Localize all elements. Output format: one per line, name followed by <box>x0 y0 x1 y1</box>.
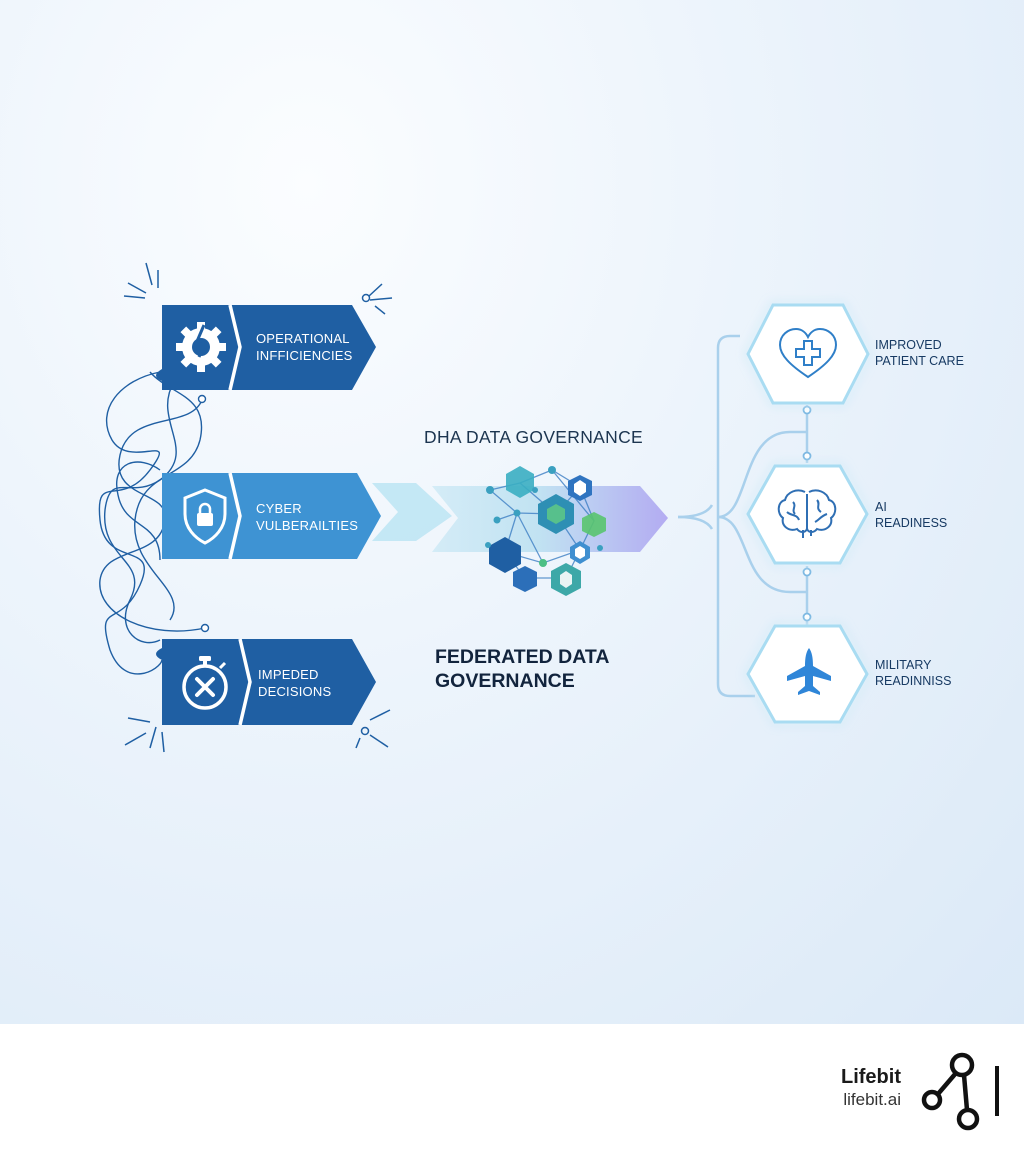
wire-node <box>197 394 207 404</box>
broken-gear-icon <box>176 322 226 372</box>
brand-url: lifebit.ai <box>843 1090 901 1109</box>
outcome-hexagon-ai-readiness <box>746 464 869 565</box>
lifebit-logo-icon <box>921 1052 999 1131</box>
stopwatch-x-icon <box>182 656 228 710</box>
outcome-hexagon-patient-care <box>746 303 870 405</box>
shield-lock-icon <box>183 488 227 545</box>
diagram-title: DHA DATA GOVERNANCE <box>424 427 643 447</box>
data-network-graphic <box>485 466 606 596</box>
challenge-operational-inefficiencies <box>156 304 376 391</box>
brain-icon <box>777 489 837 538</box>
fighter-jet-icon <box>787 648 831 695</box>
outcome-hexagon-military-readiness <box>746 624 869 724</box>
challenge-cyber-vulnerabilities <box>162 472 381 560</box>
heart-medical-cross-icon <box>778 327 838 379</box>
spark-marks <box>123 262 393 753</box>
wire-node <box>200 623 210 633</box>
outcome-connector <box>677 334 809 698</box>
brand-name: Lifebit <box>841 1066 901 1088</box>
diagram-graphics <box>98 262 870 753</box>
challenge-impeded-decisions <box>156 638 376 726</box>
footer <box>0 1024 1024 1154</box>
